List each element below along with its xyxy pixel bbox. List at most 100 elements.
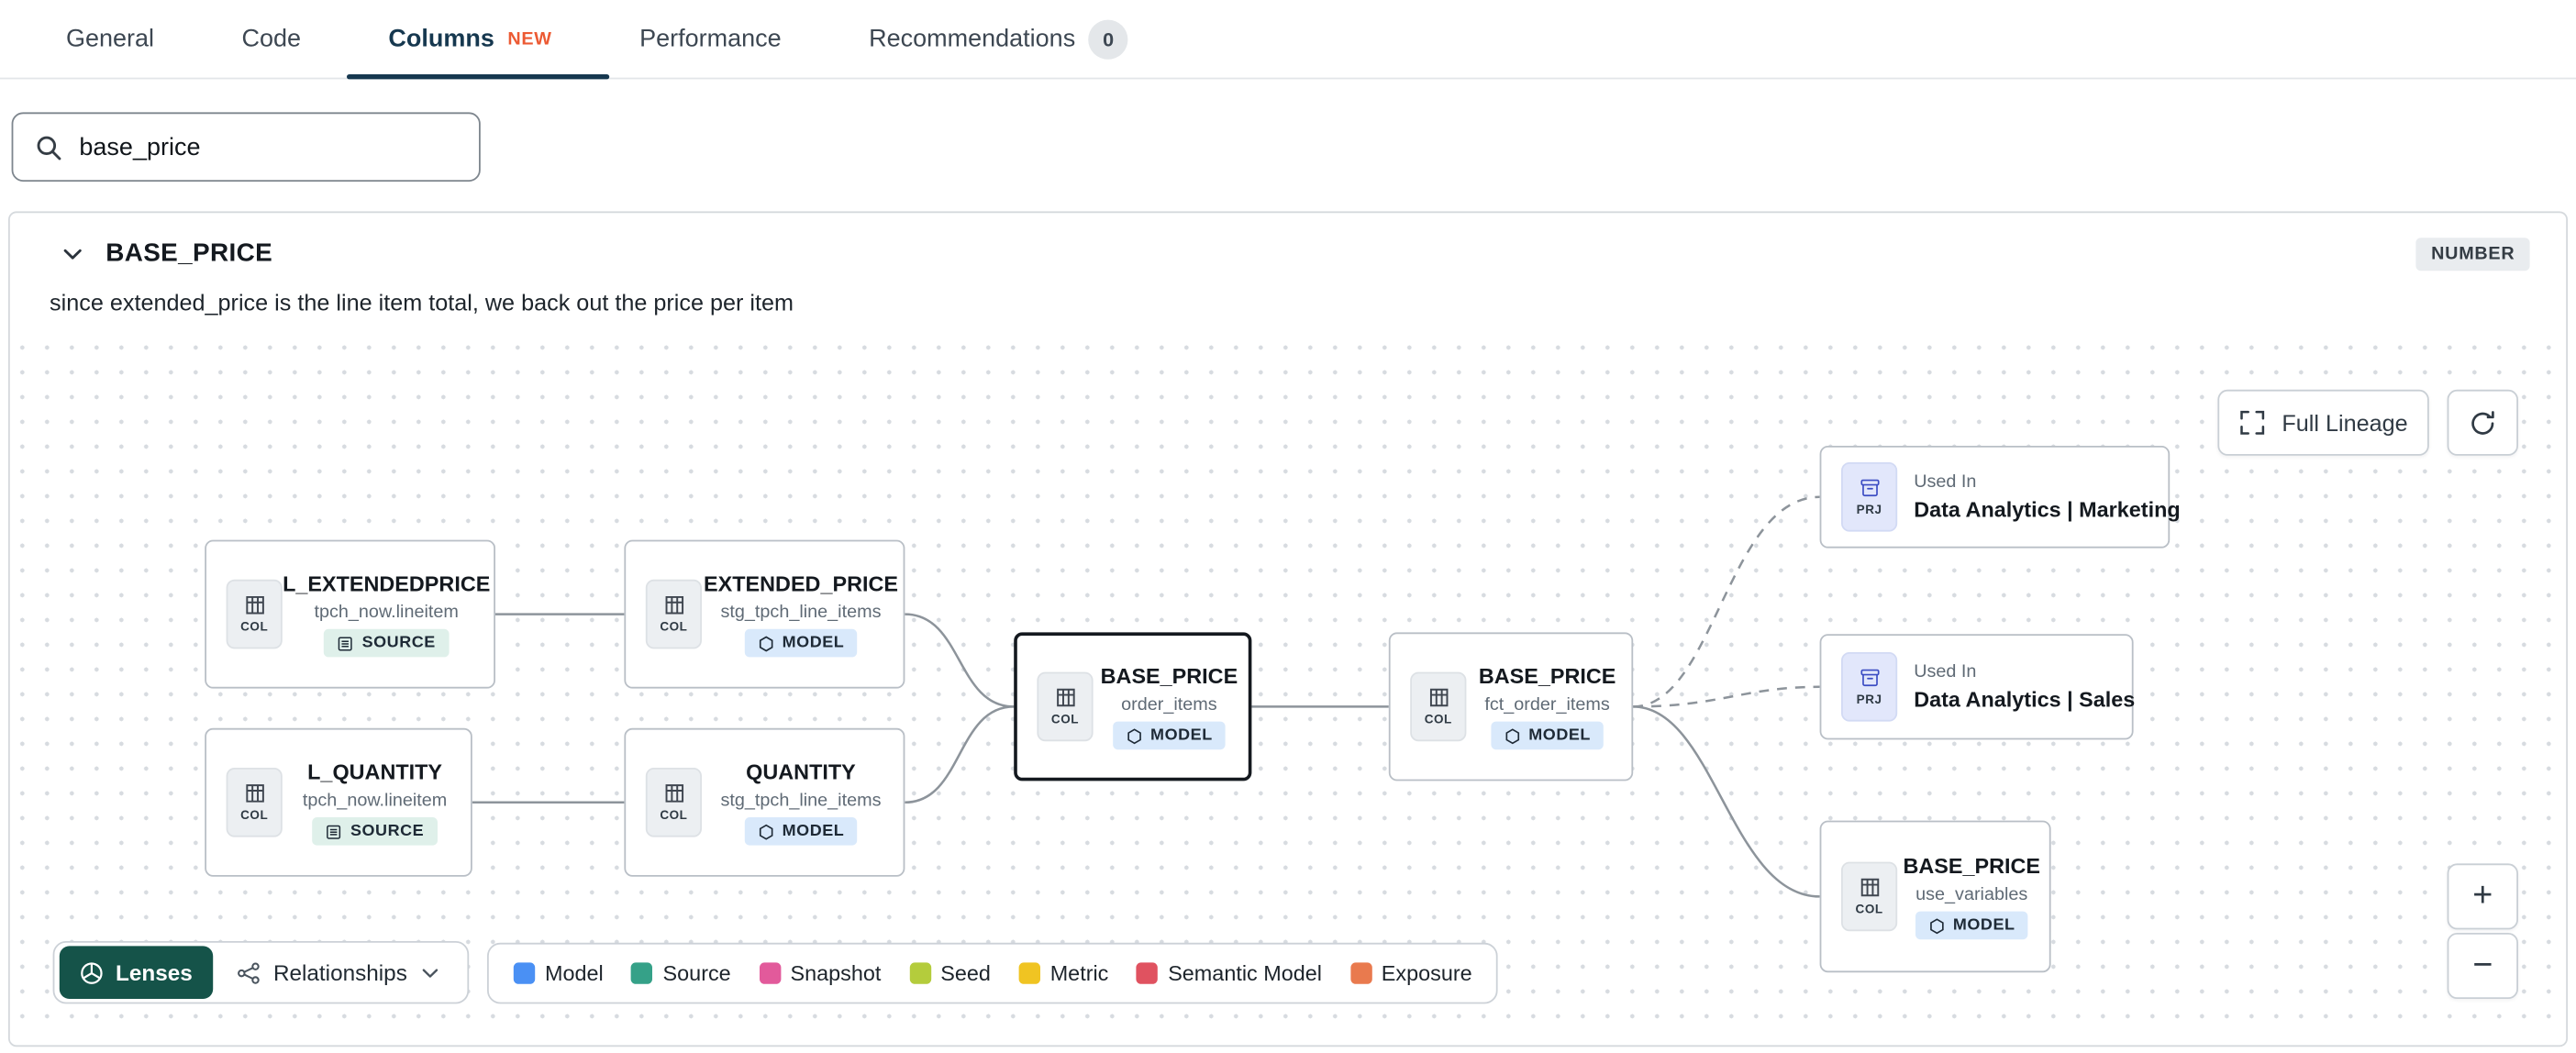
column-icon: COL [1841,861,1898,932]
zoom-out-button[interactable]: − [2447,933,2518,999]
lineage-node-l-quantity[interactable]: COL L_QUANTITY tpch_now.lineitem SOURCE [205,727,472,877]
source-badge: SOURCE [312,817,438,846]
legend-item-semantic-model: Semantic Model [1136,961,1322,986]
node-title: L_EXTENDEDPRICE [283,571,491,596]
node-subtitle: stg_tpch_line_items [720,603,882,623]
model-badge: MODEL [744,817,858,846]
search-row [0,79,2576,182]
column-panel: BASE_PRICE NUMBER since extended_price i… [8,211,2568,1047]
project-icon: PRJ [1841,462,1898,532]
column-description: since extended_price is the line item to… [50,289,794,316]
tab-general[interactable]: General [66,0,154,78]
node-subtitle: use_variables [1915,884,2028,905]
model-badge: MODEL [744,628,858,658]
column-panel-header: BASE_PRICE NUMBER [10,213,2566,272]
search-box[interactable] [11,112,481,182]
legend-swatch [1018,962,1040,984]
refresh-icon [2469,409,2497,438]
relationships-icon [236,960,261,985]
source-icon [339,636,353,650]
search-icon [35,133,63,161]
tab-performance[interactable]: Performance [639,0,782,78]
tab-recommendations[interactable]: Recommendations 0 [869,0,1128,78]
lineage-node-quantity[interactable]: COL QUANTITY stg_tpch_line_items MODEL [624,727,905,877]
lineage-node-base-price-order-items[interactable]: COL BASE_PRICE order_items MODEL [1014,632,1252,781]
legend-swatch [631,962,653,984]
model-icon [1505,727,1519,744]
data-type-badge: NUMBER [2415,238,2530,272]
legend-item-seed: Seed [909,961,991,986]
column-icon: COL [226,768,283,837]
expand-icon [2239,409,2266,436]
tab-label: General [66,25,155,53]
tab-code[interactable]: Code [241,0,301,78]
column-icon: COL [645,768,702,837]
lineage-legend: Model Source Snapshot Seed Metric [487,942,1499,1004]
lineage-canvas[interactable]: COL L_EXTENDEDPRICE tpch_now.lineitem SO… [9,335,2567,1036]
legend-item-metric: Metric [1018,961,1108,986]
node-title: BASE_PRICE [1100,663,1238,689]
node-title: L_QUANTITY [307,759,443,784]
used-in-label: Used In [1914,471,1977,493]
zoom-in-button[interactable]: + [2447,863,2518,930]
column-icon: COL [645,579,702,649]
node-subtitle: tpch_now.lineitem [302,791,448,811]
legend-item-snapshot: Snapshot [759,961,881,986]
lenses-button[interactable]: Lenses [59,946,213,999]
node-title: EXTENDED_PRICE [704,571,898,596]
node-subtitle: tpch_now.lineitem [314,603,459,623]
tab-bar: General Code Columns NEW Performance Rec… [0,0,2576,80]
column-icon: COL [226,579,283,649]
column-icon: COL [1410,671,1467,742]
tab-columns[interactable]: Columns NEW [347,0,610,80]
lineage-node-base-price-fct-order-items[interactable]: COL BASE_PRICE fct_order_items MODEL [1388,632,1634,781]
lineage-node-base-price-use-variables[interactable]: COL BASE_PRICE use_variables MODEL [1819,820,2051,973]
node-subtitle: stg_tpch_line_items [720,791,882,811]
tab-label: Recommendations [869,25,1076,53]
column-icon: COL [1037,671,1094,742]
lineage-node-extended-price[interactable]: COL EXTENDED_PRICE stg_tpch_line_items M… [624,539,905,689]
node-title: Data Analytics | Sales [1914,686,2136,712]
node-subtitle: order_items [1121,694,1217,715]
chevron-down-icon [420,967,439,979]
model-icon [1127,727,1141,744]
lineage-toolbar: Lenses Relationships [52,941,469,1004]
node-subtitle: fct_order_items [1484,694,1610,715]
legend-swatch [759,962,781,984]
tab-label: Columns [388,25,494,53]
lineage-edges [472,495,1820,898]
lineage-node-used-in-sales[interactable]: PRJ Used In Data Analytics | Sales [1819,634,2136,740]
used-in-label: Used In [1914,661,1977,682]
count-badge: 0 [1088,18,1128,59]
node-title: QUANTITY [746,759,856,784]
legend-swatch [1349,962,1371,984]
legend-swatch [513,962,536,984]
model-icon [759,635,772,651]
legend-swatch [1136,962,1159,984]
source-icon [327,824,341,838]
full-lineage-button[interactable]: Full Lineage [2217,389,2429,456]
lens-icon [79,960,104,985]
lineage-node-used-in-marketing[interactable]: PRJ Used In Data Analytics | Marketing [1819,446,2181,549]
node-title: Data Analytics | Marketing [1914,496,2181,522]
legend-item-exposure: Exposure [1349,961,1472,986]
lineage-node-l-extendedprice[interactable]: COL L_EXTENDEDPRICE tpch_now.lineitem SO… [205,539,495,689]
column-name: BASE_PRICE [105,239,273,268]
model-badge: MODEL [1112,721,1227,750]
search-input[interactable] [79,132,458,161]
node-title: BASE_PRICE [1903,853,2040,879]
model-badge: MODEL [1915,911,2028,940]
chevron-down-icon[interactable] [62,248,83,260]
project-icon: PRJ [1841,652,1898,722]
node-title: BASE_PRICE [1478,663,1616,689]
model-icon [1929,917,1944,934]
legend-item-source: Source [631,961,731,986]
model-badge: MODEL [1490,721,1604,750]
model-icon [759,823,772,839]
tab-label: Code [241,25,302,53]
refresh-button[interactable] [2447,389,2518,456]
legend-item-model: Model [513,961,604,986]
source-badge: SOURCE [324,628,450,658]
relationships-dropdown[interactable]: Relationships [212,948,461,997]
